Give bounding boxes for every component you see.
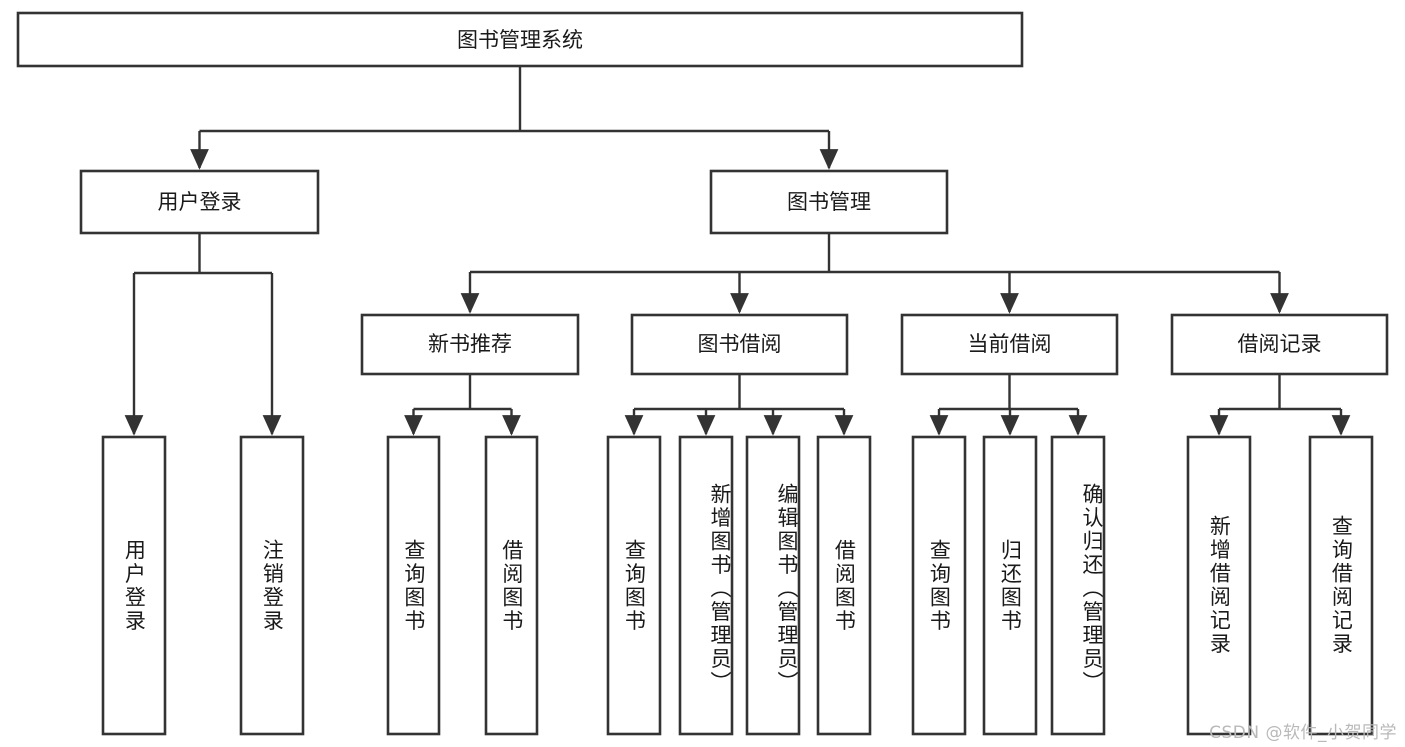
node-query-book-3-box[interactable]: [911, 435, 967, 736]
node-borrow-book-1-box[interactable]: [484, 435, 539, 736]
node-new-book-recommend-label: 新书推荐: [428, 332, 512, 356]
node-user-login-label: 用户登录: [158, 190, 242, 214]
node-borrow-record-label: 借阅记录: [1238, 332, 1322, 356]
node-new-book-recommend-box[interactable]: [360, 313, 580, 376]
node-borrow-book-2-box[interactable]: [816, 435, 872, 736]
node-confirm-return-admin-box[interactable]: [1050, 435, 1106, 736]
node-query-book-2-box[interactable]: [606, 435, 662, 736]
node-current-borrow[interactable]: 当前借阅: [900, 313, 1119, 376]
watermark-text: CSDN @软件_小贺同学: [1209, 723, 1397, 743]
node-user-login-box[interactable]: [79, 169, 320, 235]
node-user-login[interactable]: 用户登录: [79, 169, 320, 235]
node-query-book-1-box[interactable]: [386, 435, 441, 736]
node-edit-book-admin-box[interactable]: [745, 435, 801, 736]
node-query-borrow-record-box[interactable]: [1308, 435, 1374, 736]
node-book-manage-label: 图书管理: [787, 190, 871, 214]
node-layer: 图书管理系统 用户登录 图书管理 新书推荐 图书借阅: [16, 11, 1389, 736]
leaf-node-layer: [101, 435, 1374, 736]
node-borrow-record-box[interactable]: [1170, 313, 1389, 376]
node-add-book-admin-box[interactable]: [678, 435, 734, 736]
node-book-manage[interactable]: 图书管理: [709, 169, 949, 235]
node-new-book-recommend[interactable]: 新书推荐: [360, 313, 580, 376]
node-add-borrow-record-box[interactable]: [1186, 435, 1252, 736]
node-root-box[interactable]: [16, 11, 1024, 68]
connector-layer: [124, 66, 1351, 436]
node-user-login-do-box[interactable]: [101, 435, 167, 736]
node-book-borrow[interactable]: 图书借阅: [630, 313, 849, 376]
node-book-manage-box[interactable]: [709, 169, 949, 235]
node-book-borrow-label: 图书借阅: [698, 332, 782, 356]
node-borrow-record[interactable]: 借阅记录: [1170, 313, 1389, 376]
node-book-borrow-box[interactable]: [630, 313, 849, 376]
node-root-label: 图书管理系统: [457, 28, 583, 52]
node-root[interactable]: 图书管理系统: [16, 11, 1024, 68]
node-return-book-box[interactable]: [982, 435, 1038, 736]
node-current-borrow-label: 当前借阅: [968, 332, 1052, 356]
node-user-logout-box[interactable]: [239, 435, 305, 736]
node-current-borrow-box[interactable]: [900, 313, 1119, 376]
